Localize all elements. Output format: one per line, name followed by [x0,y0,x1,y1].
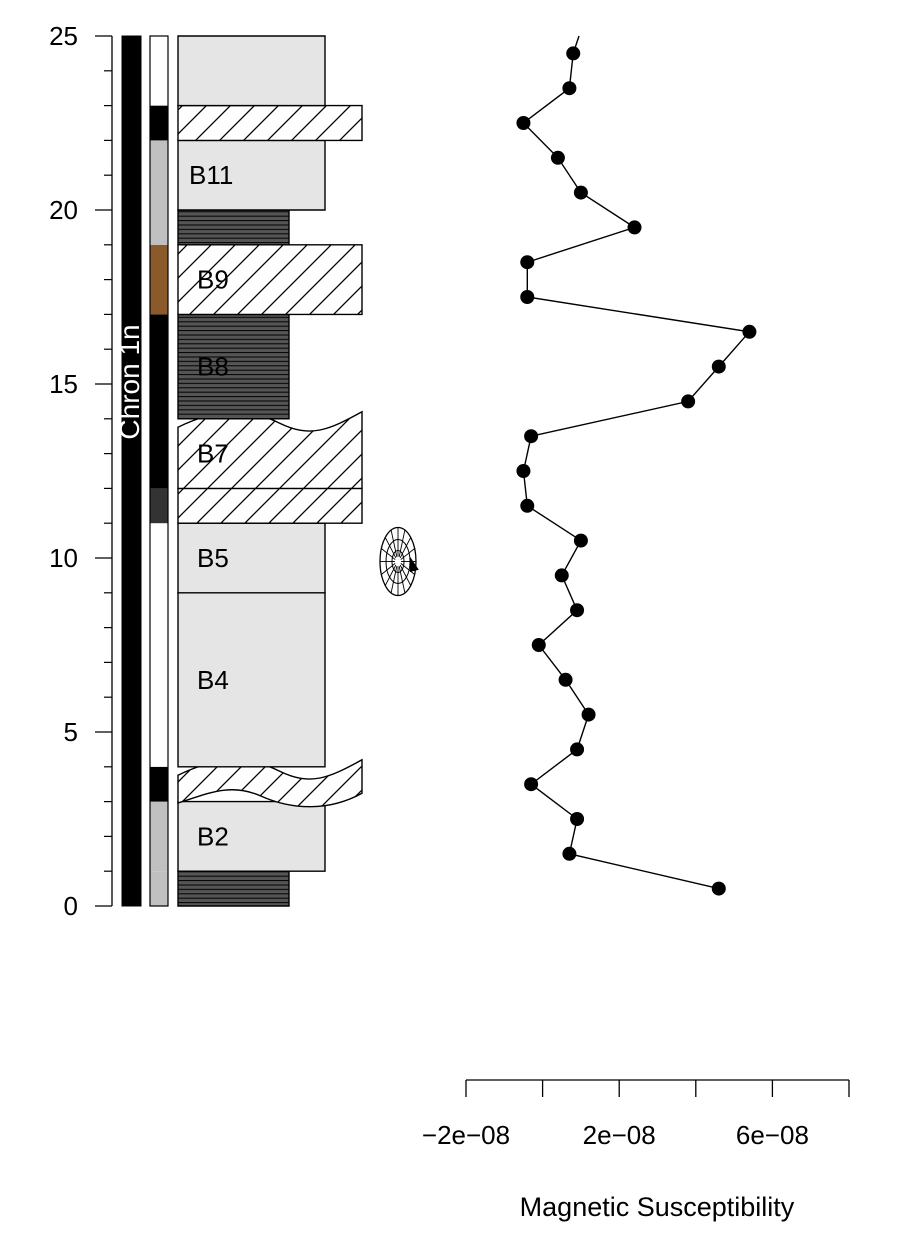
depth-tick-label: 20 [49,195,78,225]
bed-label: B9 [197,265,229,295]
data-point [531,638,546,652]
data-point [516,464,531,478]
data-point [573,185,588,200]
chron-label: Chron 1n [114,324,145,439]
ammonite-rib [399,564,412,586]
bed-label: B11 [189,160,233,190]
x-axis: Magnetic Susceptibility −2e−08 2e−08 6e−08 [422,1079,850,1222]
ammonite-icon [379,526,419,597]
data-point [562,81,577,96]
data-point [711,881,726,896]
facies-segment [150,488,168,524]
depth-tick-label: 5 [64,717,78,747]
ammonite-rib [390,566,398,593]
bed-label: B2 [197,821,229,851]
data-point [524,429,539,444]
facies-column [149,35,169,907]
bed-label: B8 [197,352,229,382]
facies-segment [150,766,168,802]
ammonite-rib [400,548,415,560]
ammonite-rib [399,537,412,559]
depth-tick-label: 25 [49,21,78,51]
data-point [558,672,573,687]
data-point [570,742,585,757]
facies-segment [150,140,168,210]
x-tick-label: −2e−08 [422,1120,510,1150]
facies-segment [150,871,168,906]
bed-label: B5 [197,543,229,573]
depth-tick-label: 15 [49,369,78,399]
depth-tick-label: 0 [64,891,78,921]
ammonite-rib [381,548,396,560]
data-point [520,290,535,304]
data-point [524,777,539,792]
data-point [742,324,757,339]
bed-label: B7 [197,439,229,469]
facies-segment [150,523,168,593]
facies-segment [150,801,168,872]
data-point [570,812,585,826]
data-point [581,707,596,722]
ammonite-rib [381,563,396,575]
ammonite-rib [390,529,398,557]
data-point [554,568,569,583]
ammonite-rib [398,529,406,557]
susceptibility-series [516,35,757,896]
data-point [570,603,585,618]
ammonite-aperture [409,557,419,572]
data-point [566,46,581,61]
x-tick-label: 6e−08 [736,1120,809,1150]
lithology-bed [177,870,290,907]
lithology-bed [177,313,290,420]
facies-segment [150,210,168,245]
facies-segment [150,244,168,315]
lithology-bed [177,35,326,107]
lithology-bed [177,209,290,246]
depth-tick-label: 10 [49,543,78,573]
x-axis-title: Magnetic Susceptibility [520,1192,795,1222]
data-point [550,150,565,165]
facies-segment [150,314,168,489]
lithology-bed [177,487,363,524]
facies-segment [150,105,168,141]
data-point [573,533,588,548]
data-point [681,394,696,409]
data-point [711,359,726,374]
data-point [562,846,577,861]
lithology-bed [177,104,363,142]
x-tick-label: 2e−08 [583,1120,656,1150]
ammonite-rib [384,564,397,586]
facies-segment [150,592,168,767]
data-point [520,498,535,513]
data-point [520,255,535,270]
ammonite-rib [398,566,406,593]
facies-column-outline [149,35,169,907]
bed-label: B4 [197,665,229,695]
lithology-column: B2 B4 B5 B7 B8 B9 B11 [177,35,363,907]
facies-segment [150,36,168,106]
lithology-bed [177,244,363,316]
data-point [627,220,642,235]
ammonite-rib [400,563,415,575]
ammonite-rib [384,537,397,559]
data-point [516,116,531,130]
magnetozone-bar [121,35,142,907]
depth-axis: 0 5 10 15 20 25 [49,21,113,921]
magnetostratigraphy-column: Chron 1n [114,35,145,907]
